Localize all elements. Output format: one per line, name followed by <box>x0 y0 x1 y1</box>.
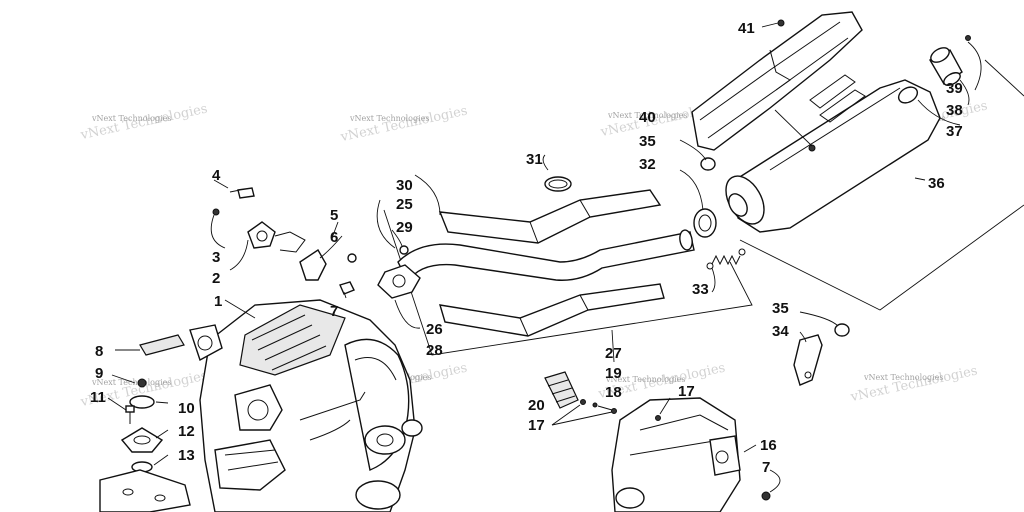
callout-9: 9 <box>95 365 103 382</box>
callout-1: 1 <box>214 293 222 310</box>
callout-41: 41 <box>738 20 755 37</box>
callout-10: 10 <box>178 400 195 417</box>
watermark-text: vNext Technologies <box>863 373 943 382</box>
callout-25: 25 <box>396 196 413 213</box>
callout-7: 7 <box>330 303 338 320</box>
callout-12: 12 <box>178 423 195 440</box>
exhaust-spring <box>706 248 746 293</box>
mount-hardware <box>210 179 357 299</box>
callout-4: 4 <box>212 167 221 184</box>
engine-block <box>189 299 423 512</box>
watermark-logo: vNext Technologies <box>338 104 468 146</box>
callout-28: 28 <box>426 342 443 359</box>
callout-31: 31 <box>526 151 543 168</box>
callout-16: 16 <box>760 437 777 454</box>
callout-32: 32 <box>639 156 656 173</box>
hanger-bracket <box>793 311 850 386</box>
watermark-text: vNext Technologies <box>607 111 687 120</box>
transmission <box>544 371 781 512</box>
callout-27: 27 <box>605 345 622 362</box>
callout-26: 26 <box>426 321 443 338</box>
engine-mount <box>99 334 191 512</box>
callout-20: 20 <box>528 397 545 414</box>
muffler-group-bracket <box>739 204 1024 311</box>
clamp-and-gaskets <box>542 139 717 238</box>
muffler-tip-parts <box>897 35 982 126</box>
callout-37: 37 <box>946 123 963 140</box>
callout-40: 40 <box>639 109 656 126</box>
muffler-group-bracket <box>984 59 1024 97</box>
callout-35: 35 <box>639 133 656 150</box>
watermark-text: vNext Technologies <box>91 378 171 387</box>
callout-34: 34 <box>772 323 789 340</box>
bracket-leader <box>611 329 615 363</box>
callout-3: 3 <box>212 249 220 266</box>
callout-8: 8 <box>95 343 103 360</box>
callout-6: 6 <box>330 229 338 246</box>
watermark-text: vNext Technologies <box>91 114 171 123</box>
callout-39: 39 <box>946 80 963 97</box>
watermark-text: vNext Technologies <box>349 114 429 123</box>
muffler <box>725 74 941 233</box>
callout-labels: 4 3 2 1 5 6 7 8 9 11 10 12 13 30 25 29 2… <box>90 20 963 476</box>
callout-17: 17 <box>678 383 695 400</box>
callout-5: 5 <box>330 207 338 224</box>
callout-38: 38 <box>946 102 963 119</box>
callout-35: 35 <box>772 300 789 317</box>
bracket-leader <box>914 177 926 181</box>
callout-19: 19 <box>605 365 622 382</box>
callout-36: 36 <box>928 175 945 192</box>
callout-11: 11 <box>90 389 106 406</box>
callout-33: 33 <box>692 281 709 298</box>
callout-30: 30 <box>396 177 413 194</box>
callout-17: 17 <box>528 417 545 434</box>
watermark-text: vNext Technologies <box>605 375 685 384</box>
callout-13: 13 <box>178 447 195 464</box>
heat-shield <box>691 11 863 151</box>
callout-18: 18 <box>605 384 622 401</box>
exhaust-pipes <box>376 174 695 337</box>
callout-29: 29 <box>396 219 413 236</box>
watermark-logo: vNext Technologies <box>848 364 978 406</box>
callout-7: 7 <box>762 459 770 476</box>
callout-2: 2 <box>212 270 220 287</box>
